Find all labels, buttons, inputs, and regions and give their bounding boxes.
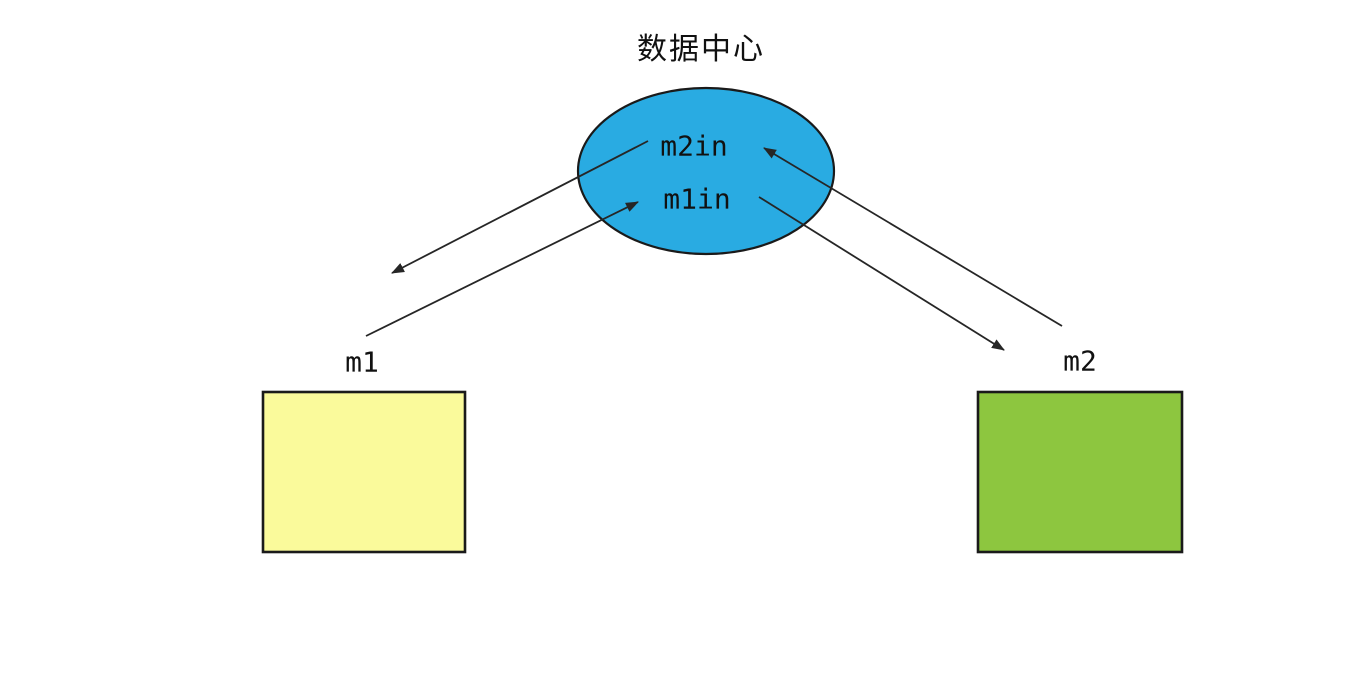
edge-m2in-to-m1 — [391, 140, 649, 274]
node-m1-label: m1 — [345, 345, 379, 379]
data-center-title: 数据中心 — [637, 33, 765, 66]
hub-port-m1in-label: m1in — [663, 182, 731, 216]
edge-m1in-to-m2 — [758, 196, 1005, 351]
node-m2-rect — [976, 390, 1184, 554]
data-center-ellipse — [576, 86, 836, 256]
edge-m2-to-m2in — [763, 147, 1063, 327]
node-m1-rect — [261, 390, 467, 554]
edge-m1-to-m1in — [365, 201, 639, 337]
hub-port-m2in-label: m2in — [660, 129, 728, 163]
node-m2-label: m2 — [1063, 344, 1097, 378]
